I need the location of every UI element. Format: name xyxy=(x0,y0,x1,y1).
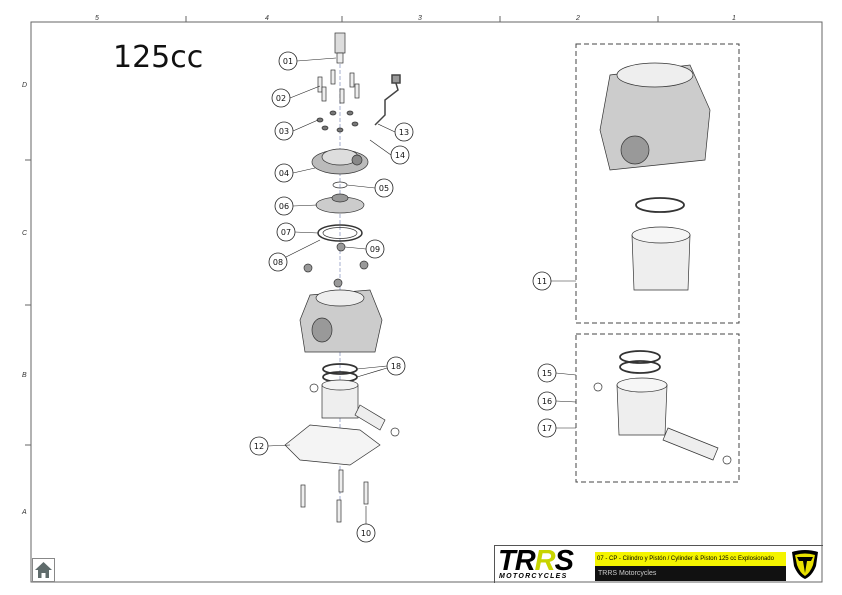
circlip-icon xyxy=(309,383,319,393)
page-title: 125cc xyxy=(113,40,204,75)
callout-16: 16 xyxy=(542,397,552,406)
callout-13: 13 xyxy=(399,128,409,137)
title-block: TRRS MOTORCYCLES 07 - CP - Cilindro y Pi… xyxy=(494,545,823,583)
callout-03: 03 xyxy=(279,127,289,136)
callout-08: 08 xyxy=(273,258,283,267)
row-label: B xyxy=(22,372,27,379)
logo-subtext: MOTORCYCLES xyxy=(499,573,568,580)
callout-01: 01 xyxy=(283,57,293,66)
cylinder-icon xyxy=(299,289,383,353)
callout-04: 04 xyxy=(279,169,289,178)
drawing-title: 07 - CP - Cilindro y Pistón / Cylinder &… xyxy=(595,552,786,566)
callout-02: 02 xyxy=(276,94,286,103)
callout-17: 17 xyxy=(542,424,552,433)
piston-kit-icon xyxy=(593,350,732,465)
studs-icon xyxy=(300,469,369,523)
row-label: A xyxy=(21,509,27,516)
leader-lines xyxy=(267,57,577,524)
spark-plug-icon xyxy=(334,32,346,64)
trrs-shield-icon xyxy=(792,550,818,579)
callouts xyxy=(249,51,557,543)
bolts-icon xyxy=(317,69,360,104)
cylinder-head-icon xyxy=(311,148,369,175)
callout-09: 09 xyxy=(370,245,380,254)
piston-pin-icon xyxy=(354,404,386,431)
combustion-insert-icon xyxy=(315,193,365,214)
sensor-cable-icon xyxy=(374,74,401,126)
column-label: 2 xyxy=(575,15,580,22)
piston-kit-box xyxy=(575,333,740,483)
callout-05: 05 xyxy=(379,184,389,193)
cylinder-kit-icon xyxy=(599,62,711,291)
callout-11: 11 xyxy=(537,277,547,286)
callout-12: 12 xyxy=(254,442,264,451)
row-label: C xyxy=(22,230,28,237)
cylinder-kit-box xyxy=(575,43,740,324)
washers-icon xyxy=(316,110,359,133)
logo-text: TRRS xyxy=(498,545,574,577)
callout-18: 18 xyxy=(391,362,401,371)
home-button[interactable] xyxy=(32,558,55,582)
callout-14: 14 xyxy=(395,151,405,160)
callout-06: 06 xyxy=(279,202,289,211)
home-icon xyxy=(35,562,52,578)
callout-15: 15 xyxy=(542,369,552,378)
trrs-logo: TRRS MOTORCYCLES xyxy=(495,546,594,583)
column-label: 5 xyxy=(95,15,99,22)
piston-icon xyxy=(321,379,359,419)
nuts-icon xyxy=(303,242,369,288)
row-label: D xyxy=(22,82,27,89)
callout-07: 07 xyxy=(281,228,291,237)
callout-10: 10 xyxy=(361,529,371,538)
parts xyxy=(284,32,732,523)
column-label: 1 xyxy=(732,15,736,22)
drawing-frame xyxy=(25,16,823,583)
circlip-icon xyxy=(390,427,400,437)
column-label: 3 xyxy=(418,15,422,22)
base-gasket-icon xyxy=(284,424,381,466)
column-label: 4 xyxy=(265,15,269,22)
company-name: TRRS Motorcycles xyxy=(595,566,786,581)
